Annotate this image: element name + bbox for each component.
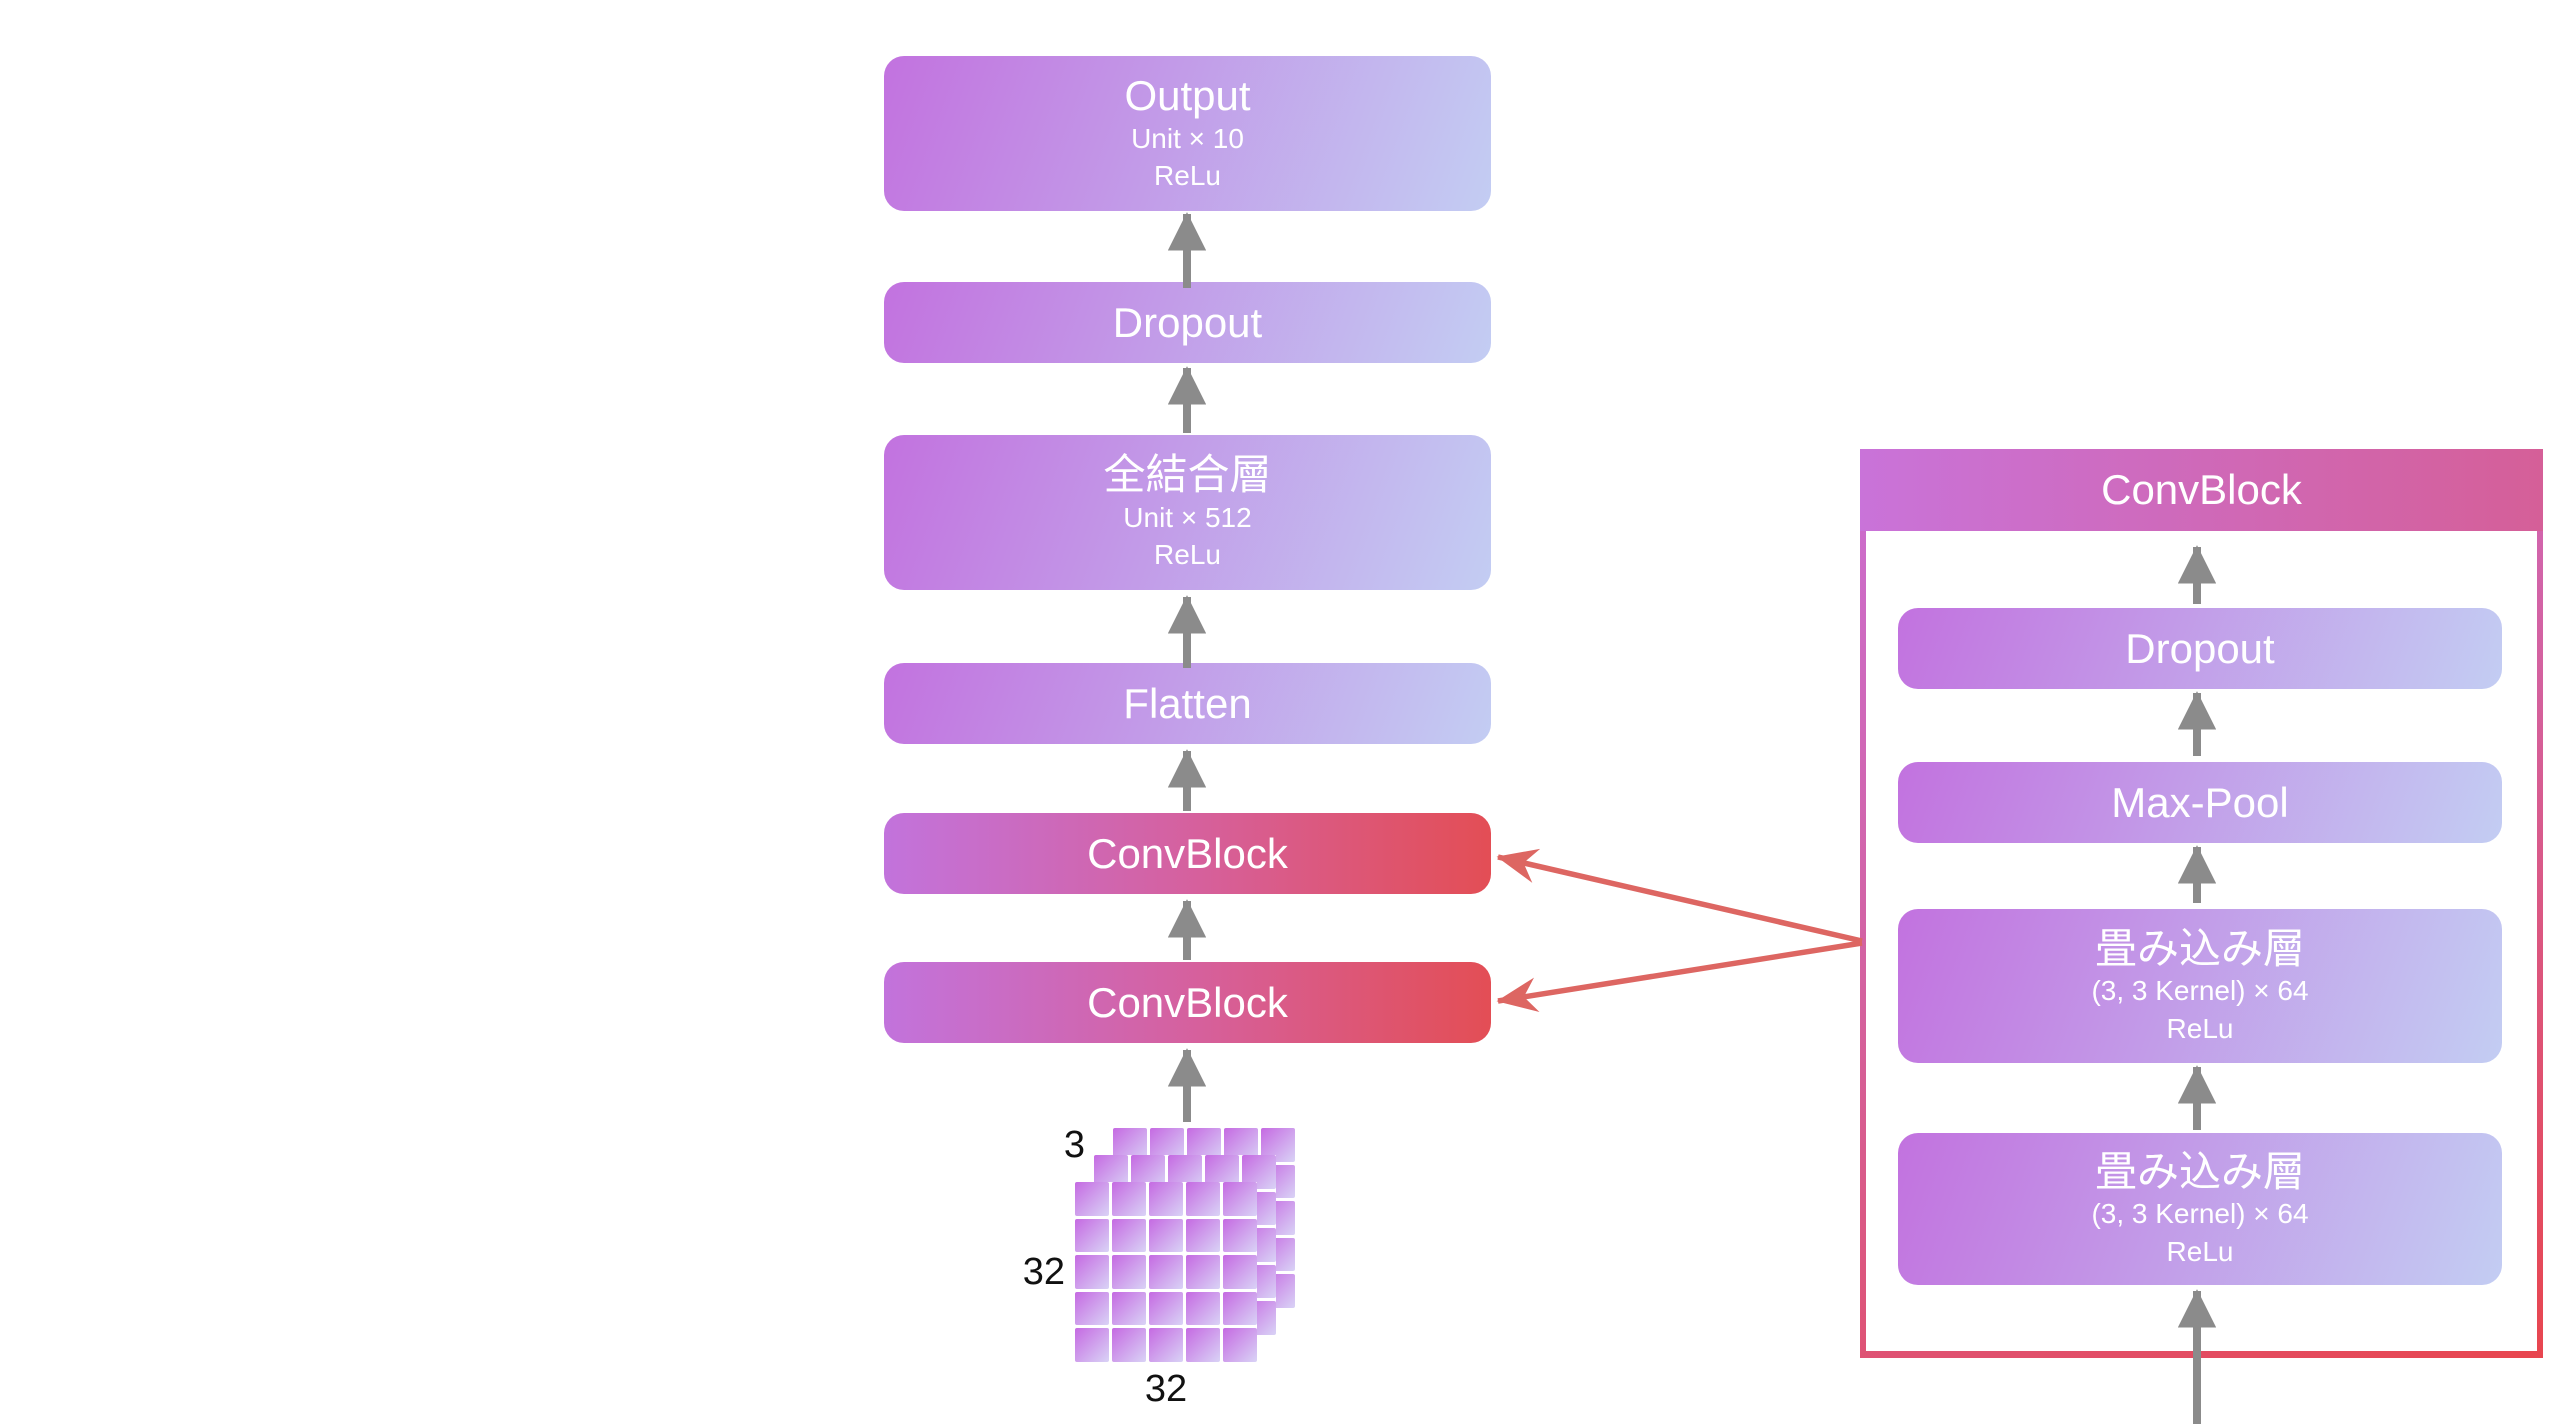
pixel-cell — [1112, 1291, 1146, 1326]
layer-kernel: (3, 3 Kernel) × 64 — [2091, 1198, 2309, 1229]
layer-title: 畳み込み層 — [2094, 1147, 2305, 1195]
pixel-cell — [1149, 1218, 1183, 1253]
layer-activation: ReLu — [2166, 1012, 2234, 1044]
pixel-cell — [1186, 1328, 1220, 1362]
layer-box-flatten: Flatten — [884, 663, 1491, 744]
panel-box-conv-1: 畳み込み層 (3, 3 Kernel) × 64 ReLu — [1898, 1133, 2502, 1285]
layer-title: 全結合層 — [1103, 451, 1272, 499]
layer-activation: ReLu — [1154, 539, 1221, 571]
layer-box-convblock-1: ConvBlock — [884, 962, 1491, 1043]
pixel-cell — [1186, 1255, 1220, 1289]
panel-box-conv-2: 畳み込み層 (3, 3 Kernel) × 64 ReLu — [1898, 909, 2502, 1063]
pixel-cell — [1223, 1182, 1257, 1216]
pixel-cell — [1186, 1218, 1220, 1253]
panel-box-dropout: Dropout — [1898, 608, 2502, 689]
layer-activation: ReLu — [2166, 1235, 2234, 1267]
layer-title: Max-Pool — [2111, 778, 2289, 826]
layer-units: Unit × 512 — [1123, 501, 1252, 533]
layer-units: Unit × 10 — [1131, 122, 1244, 154]
pixel-cell — [1223, 1218, 1257, 1253]
input-height-label: 32 — [1022, 1251, 1065, 1293]
pixel-cell — [1112, 1182, 1146, 1216]
pixel-cell — [1112, 1218, 1146, 1253]
pixel-cell — [1223, 1255, 1257, 1289]
pixel-cell — [1149, 1255, 1183, 1289]
panel-title: ConvBlock — [1860, 449, 2543, 531]
pixel-cell — [1075, 1328, 1109, 1362]
layer-box-output: Output Unit × 10 ReLu — [884, 56, 1491, 211]
detail-link-arrow-lower — [1496, 940, 1863, 1013]
detail-link-arrow-upper — [1496, 848, 1863, 944]
layer-box-convblock-2: ConvBlock — [884, 813, 1491, 894]
layer-title: 畳み込み層 — [2094, 924, 2305, 972]
layer-box-fully-connected: 全結合層 Unit × 512 ReLu — [884, 435, 1491, 590]
pixel-cell — [1075, 1291, 1109, 1326]
panel-box-maxpool: Max-Pool — [1898, 762, 2502, 843]
layer-title: Flatten — [1123, 679, 1252, 727]
pixel-cell — [1149, 1291, 1183, 1326]
layer-activation: ReLu — [1154, 160, 1221, 192]
layer-kernel: (3, 3 Kernel) × 64 — [2091, 975, 2309, 1006]
layer-title: ConvBlock — [1087, 829, 1288, 877]
layer-box-dropout: Dropout — [884, 282, 1491, 363]
pixel-cell — [1223, 1328, 1257, 1362]
pixel-cell — [1112, 1328, 1146, 1362]
pixel-cell — [1149, 1182, 1183, 1216]
pixel-cell — [1075, 1218, 1109, 1253]
pixel-cell — [1149, 1328, 1183, 1362]
pixel-cell — [1186, 1182, 1220, 1216]
pixel-grid-layer-front — [1075, 1182, 1257, 1362]
pixel-cell — [1075, 1255, 1109, 1289]
pixel-cell — [1112, 1255, 1146, 1289]
layer-title: Dropout — [1112, 298, 1263, 346]
pixel-cell — [1075, 1182, 1109, 1216]
layer-title: Output — [1124, 72, 1251, 120]
pixel-cell — [1186, 1291, 1220, 1326]
input-channels-label: 3 — [1063, 1124, 1085, 1166]
input-width-label: 32 — [1144, 1368, 1188, 1410]
layer-title: Dropout — [2125, 624, 2275, 672]
layer-title: ConvBlock — [1087, 978, 1288, 1026]
pixel-cell — [1223, 1291, 1257, 1326]
